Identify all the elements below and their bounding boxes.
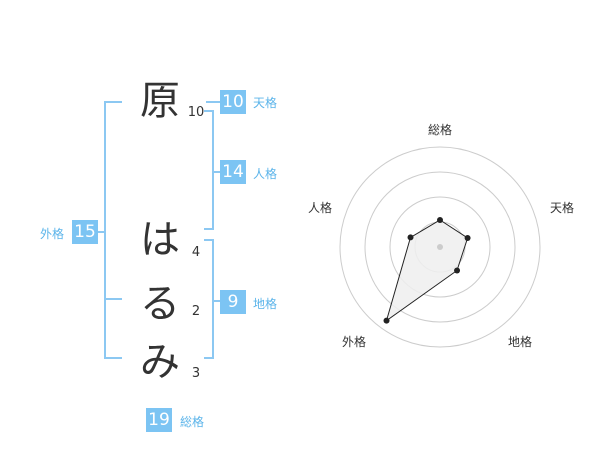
- radar-series-shape: [385, 219, 469, 322]
- radar-data-point: [383, 317, 390, 324]
- gaikaku-bracket-top: [104, 101, 122, 103]
- soukaku-badge: 19: [146, 408, 172, 432]
- name-char-2: は: [140, 217, 180, 263]
- chikaku-bracket-top: [204, 239, 214, 241]
- name-char-3: る: [140, 281, 180, 327]
- radar-ring: [339, 146, 541, 348]
- chikaku-bracket-vertical: [212, 239, 214, 359]
- name-char-1: 原: [140, 78, 180, 124]
- tenkaku-connector: [206, 101, 220, 103]
- tenkaku-label: 天格: [253, 96, 278, 110]
- stroke-count-4: 3: [191, 366, 201, 381]
- soukaku-label: 総格: [180, 415, 205, 429]
- jinkaku-badge: 14: [220, 160, 246, 184]
- jinkaku-connector: [212, 171, 220, 173]
- gaikaku-bracket-middle: [104, 298, 122, 300]
- tenkaku-badge: 10: [220, 90, 246, 114]
- jinkaku-bracket-bottom: [204, 228, 214, 230]
- radar-axis-label-gaikaku: 外格: [342, 334, 366, 349]
- radar-axis-label-jinkaku: 人格: [308, 200, 332, 215]
- name-char-4: み: [140, 339, 180, 385]
- radar-axis-label-soukaku: 総格: [428, 122, 452, 137]
- gaikaku-label: 外格: [40, 227, 65, 241]
- stroke-count-3: 2: [191, 304, 201, 319]
- radar-chart: 総格 天格 地格 外格 人格: [308, 122, 574, 349]
- gaikaku-bracket-bottom: [104, 357, 122, 359]
- radar-ring: [364, 171, 516, 323]
- chikaku-badge: 9: [220, 290, 246, 314]
- gaikaku-bracket-vertical: [104, 101, 106, 359]
- radar-data-point: [464, 235, 471, 242]
- radar-ring: [389, 196, 491, 298]
- jinkaku-bracket-top: [204, 110, 214, 112]
- gaikaku-badge: 15: [72, 220, 98, 244]
- chikaku-bracket-bottom: [204, 357, 214, 359]
- radar-axis-label-tenkaku: 天格: [550, 200, 574, 215]
- stroke-count-2: 4: [191, 245, 201, 260]
- chikaku-connector: [212, 300, 220, 302]
- jinkaku-label: 人格: [253, 167, 278, 181]
- chikaku-label: 地格: [253, 297, 278, 311]
- stroke-count-1: 10: [187, 105, 205, 120]
- radar-center-point: [437, 244, 443, 250]
- gaikaku-connector: [98, 231, 104, 233]
- radar-data-point: [407, 234, 414, 241]
- jinkaku-bracket-vertical: [212, 110, 214, 230]
- radar-data-point: [454, 267, 461, 274]
- radar-axis-label-chikaku: 地格: [508, 334, 532, 349]
- radar-data-point: [437, 217, 443, 223]
